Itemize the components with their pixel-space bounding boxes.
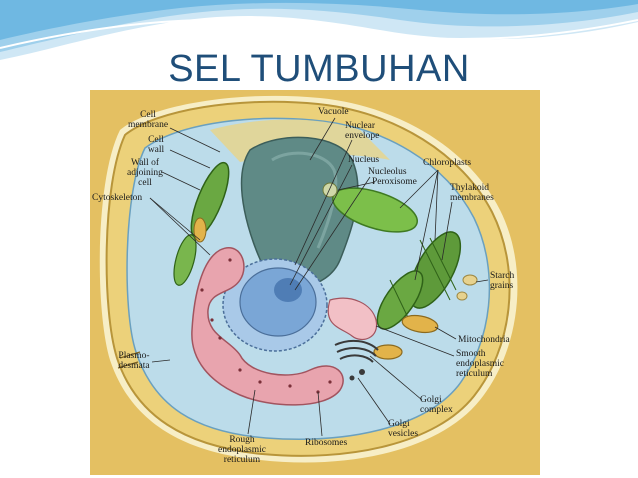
plasmodesmata <box>117 351 141 369</box>
label-smooth-er-1: Smooth <box>456 349 486 359</box>
peroxisome <box>322 182 338 198</box>
label-wall-adjoining-2: adjoining <box>127 168 163 178</box>
label-peroxisome: Peroxisome <box>372 177 417 187</box>
label-ribosomes: Ribosomes <box>305 438 348 448</box>
rough-endoplasmic-reticulum <box>191 247 344 406</box>
label-thylakoid-2: membranes <box>450 193 494 203</box>
slide-title: SEL TUMBUHAN <box>168 48 470 90</box>
label-golgi-vesicles-1: Golgi <box>388 419 410 429</box>
svg-text:Plasmo-desmata: Plasmo-desmata <box>118 351 150 371</box>
label-golgi-vesicles-2: vesicles <box>388 429 418 439</box>
label-wall-adjoining-3: cell <box>138 178 152 188</box>
mitochondrion <box>401 314 439 334</box>
label-smooth-er-3: reticulum <box>456 369 493 379</box>
label-chloroplasts: Chloroplasts <box>423 158 471 168</box>
header-wave-banner <box>0 0 638 60</box>
label-plasmodesmata-2: desmata <box>118 361 150 371</box>
vacuole <box>240 136 359 288</box>
label-rough-er-1: Rough <box>229 435 255 445</box>
label-mitochondria: Mitochondria <box>458 335 510 345</box>
label-nucleolus: Nucleolus <box>368 167 407 177</box>
label-golgi-complex-1: Golgi <box>420 395 442 405</box>
label-rough-er-2: endoplasmic <box>218 445 266 455</box>
label-cell-wall-1: Cell <box>148 135 164 145</box>
label-cell-membrane-1: Cell <box>140 110 156 120</box>
nucleus <box>239 267 317 337</box>
label-nucleus: Nucleus <box>348 155 379 165</box>
label-smooth-er-2: endoplasmic <box>456 359 504 369</box>
starch-grain <box>462 274 478 286</box>
label-nuclear-envelope-1: Nuclear <box>345 121 376 131</box>
adjoining-cell-wall <box>90 90 540 475</box>
golgi-vesicle <box>349 375 355 381</box>
label-nuclear-envelope-2: envelope <box>345 131 379 141</box>
label-cell-wall-2: wall <box>148 145 165 155</box>
label-cell-membrane-2: membrane <box>128 120 168 130</box>
label-plasmodesmata-1: Plasmo- <box>118 351 149 361</box>
chloroplast <box>173 234 197 286</box>
label-vacuole: Vacuole <box>318 107 349 117</box>
golgi-complex <box>334 339 379 363</box>
label-starch-1: Starch <box>490 271 515 281</box>
label-wall-adjoining-1: Wall of <box>131 157 160 168</box>
label-cytoskeleton: Cytoskeleton <box>92 193 142 203</box>
label-rough-er-3: reticulum <box>224 455 261 465</box>
mitochondrion <box>193 217 207 243</box>
mitochondrion <box>373 344 403 360</box>
starch-grain <box>456 291 468 301</box>
label-thylakoid-1: Thylakoid <box>450 183 489 193</box>
golgi-vesicle <box>359 369 365 375</box>
label-starch-2: grains <box>490 281 514 291</box>
smooth-endoplasmic-reticulum <box>327 297 378 341</box>
label-golgi-complex-2: complex <box>420 405 453 415</box>
nucleolus <box>274 278 302 302</box>
